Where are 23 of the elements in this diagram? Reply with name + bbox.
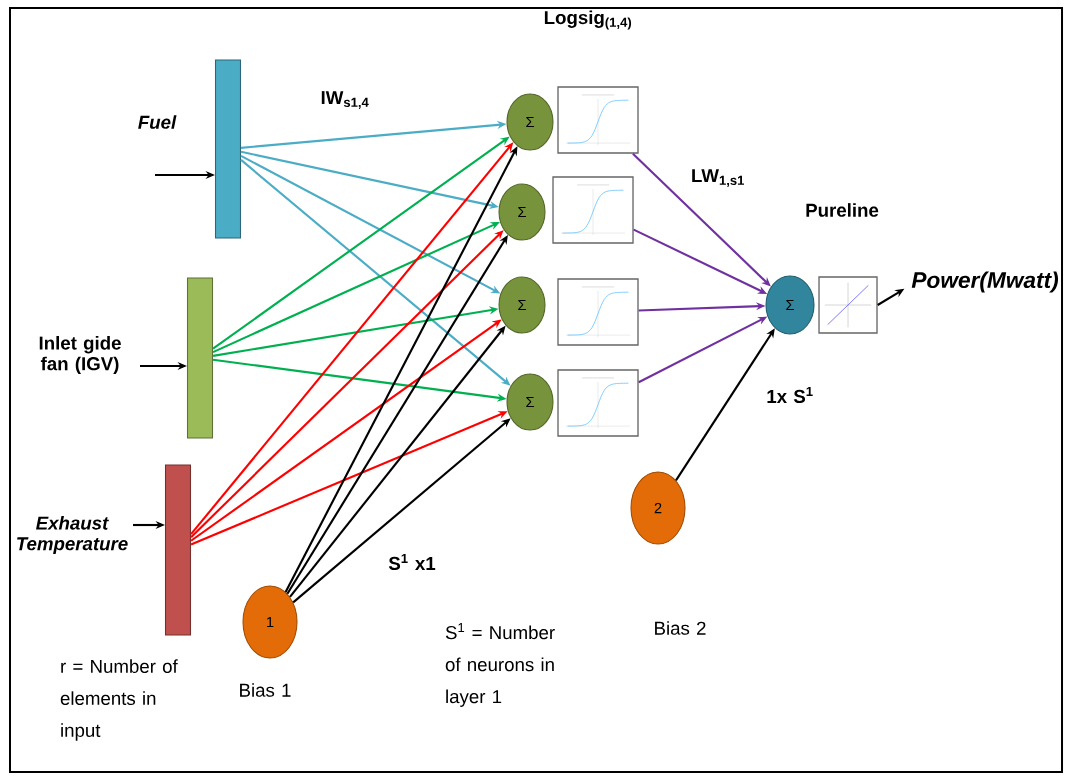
input-label: Fuel <box>138 115 177 129</box>
text-label: S$^{1}$ = Number of neurons in layer 1 <box>445 623 555 707</box>
input-bar <box>214 59 242 239</box>
text-label: Bias 2 <box>655 621 706 635</box>
input-bar <box>186 277 214 439</box>
arrow <box>190 230 504 538</box>
text-label: S$^{1}$ x1 <box>388 553 436 571</box>
output-label: Power(Mwatt) <box>911 271 1058 293</box>
input-label: Inlet gide fan (IGV) <box>39 335 121 375</box>
function-plot-drawing <box>557 86 639 154</box>
input-label: Exhaust Temperature <box>17 515 128 555</box>
input-label: Bias 1 <box>240 683 291 697</box>
function-plot-drawing <box>552 176 634 244</box>
text-label: Pureline <box>806 203 879 217</box>
function-plot-drawing <box>557 278 639 346</box>
text-label: 1x S$^{1}$ <box>767 386 813 404</box>
text-label: Logsig$_{(1,4)}$ <box>544 10 632 30</box>
input-bar <box>164 464 192 636</box>
text-label: IW$_{s1,4}$ <box>321 91 369 109</box>
function-plot-drawing <box>557 369 639 437</box>
text-label: r = Number of elements in input <box>60 659 178 741</box>
text-label: LW$_{1,s1}$ <box>692 169 744 187</box>
function-plot-drawing <box>818 276 878 334</box>
